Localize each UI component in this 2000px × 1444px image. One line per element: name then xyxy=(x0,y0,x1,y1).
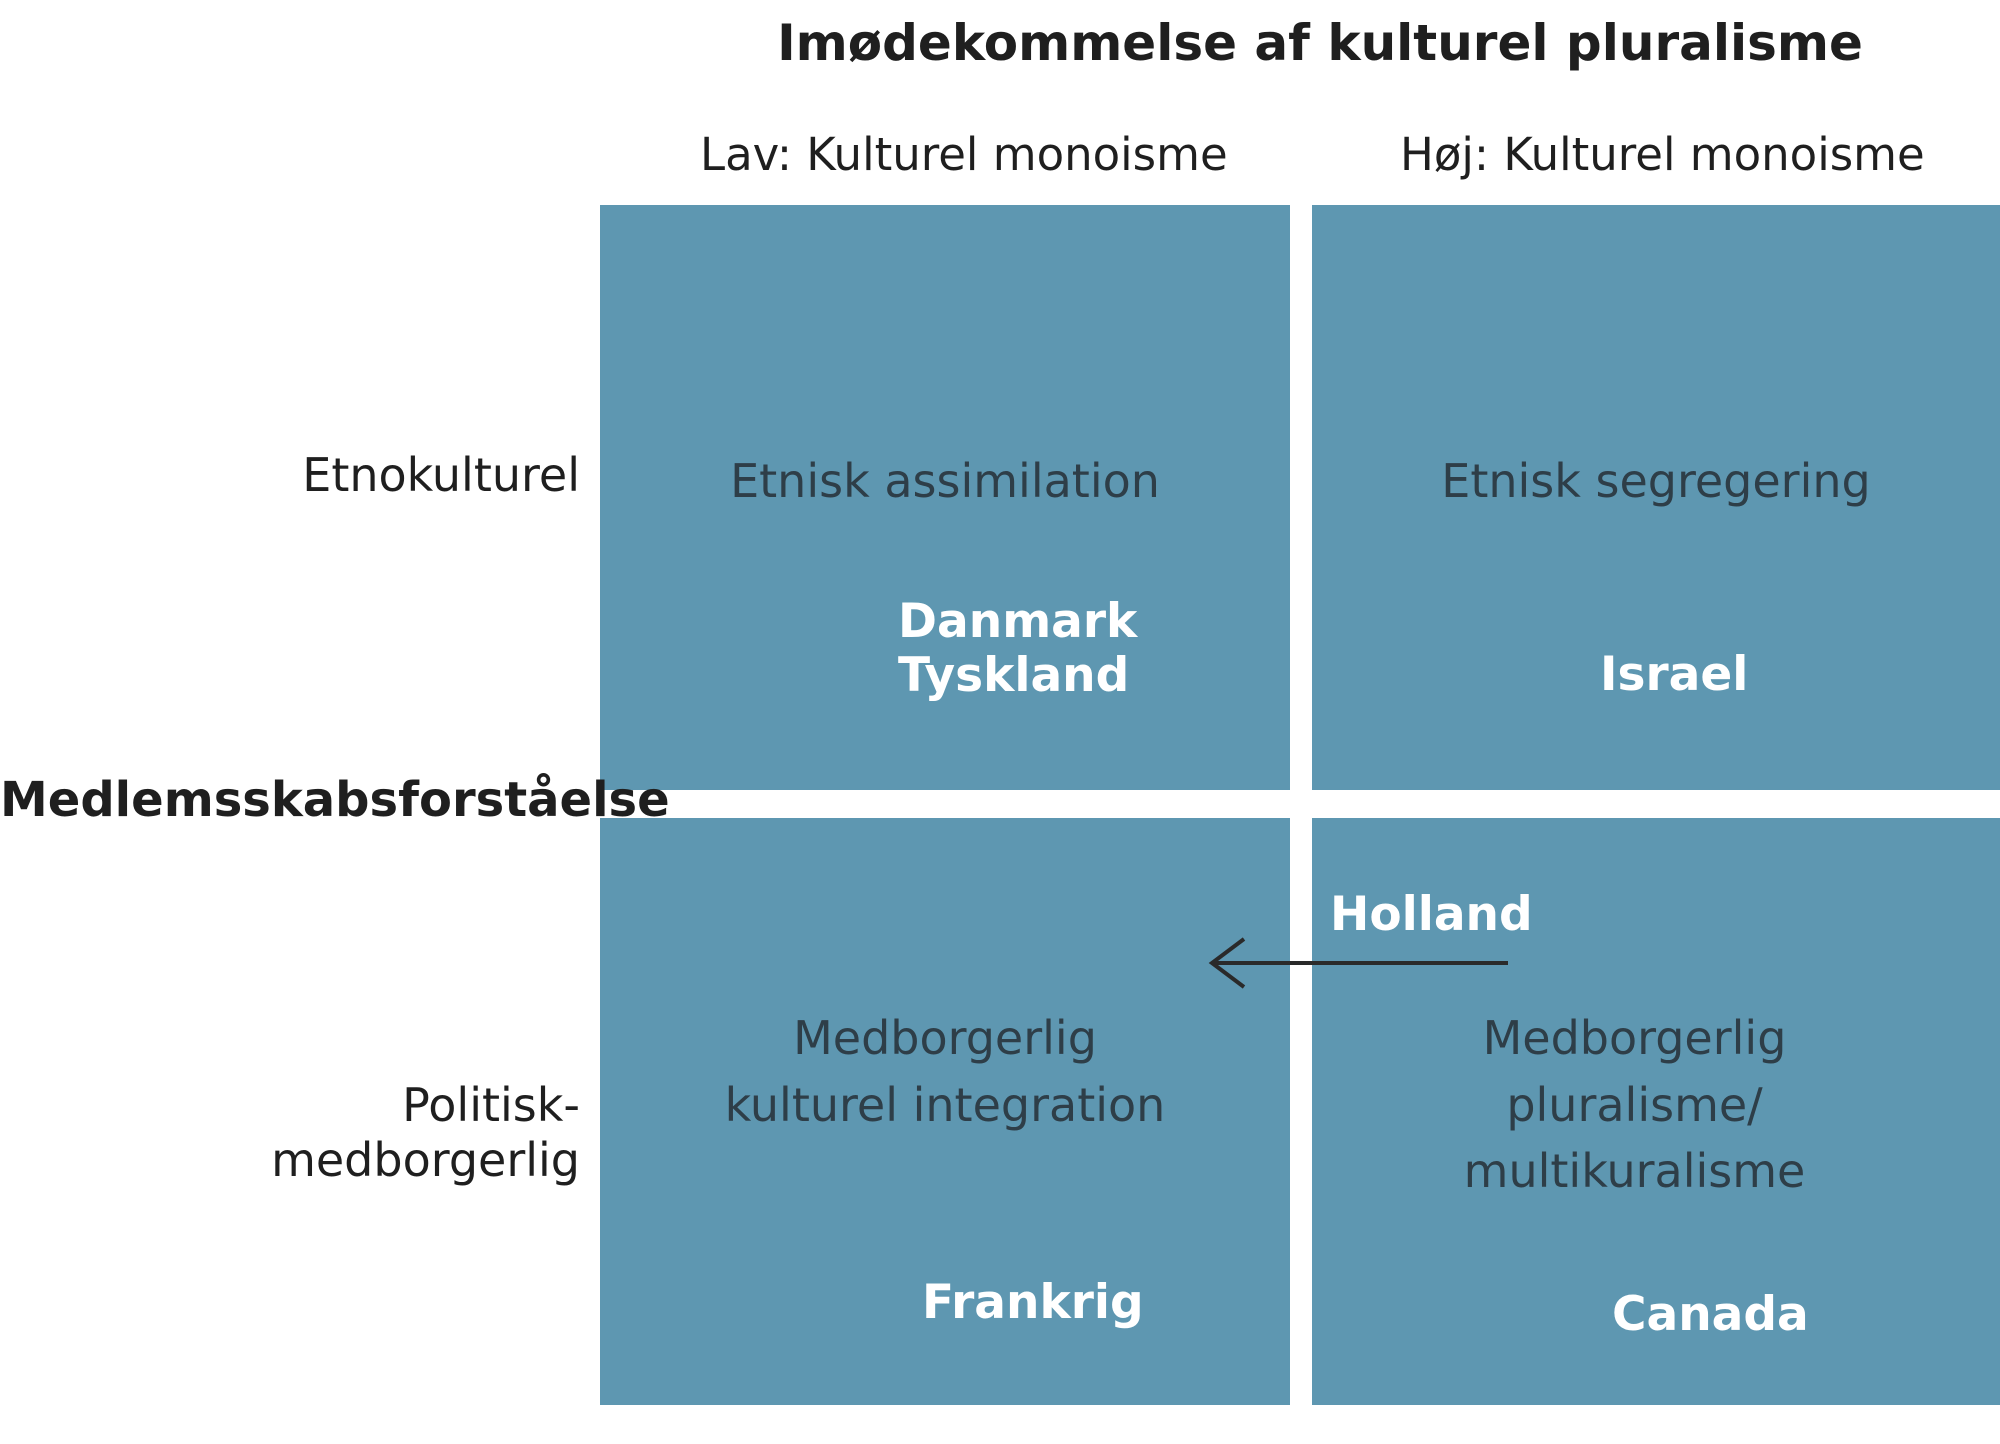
cell-label-etnisk-segregering: Etnisk segregering xyxy=(1441,454,1871,508)
country-tyskland: Tyskland xyxy=(898,648,1130,704)
country-israel: Israel xyxy=(1600,647,1749,702)
cell-label-line: pluralisme/ xyxy=(1506,1077,1763,1132)
cell-bottom-right xyxy=(1312,818,2000,1405)
country-danmark: Danmark xyxy=(898,594,1138,649)
cell-top-right xyxy=(1312,205,2000,790)
cell-bottom-left xyxy=(600,818,1290,1405)
country-holland: Holland xyxy=(1330,887,1533,942)
cell-label-medborgerlig-kulturel-integration: Medborgerlig kulturel integration xyxy=(600,1005,1290,1138)
diagram-title: Imødekommelse af kulturel pluralisme xyxy=(777,14,1863,72)
arrow-left-icon xyxy=(1208,937,1508,989)
cell-label-medborgerlig-pluralisme: Medborgerlig pluralisme/ multikuralisme xyxy=(1312,1005,1957,1205)
cell-label-line: Medborgerlig xyxy=(793,1011,1097,1065)
row-label-politisk-medborgerlig: Politisk- medborgerlig xyxy=(100,1078,580,1188)
cell-top-left xyxy=(600,205,1290,790)
arrow-head xyxy=(1208,937,1246,989)
row-label-line: medborgerlig xyxy=(271,1133,580,1188)
cell-label-etnisk-assimilation: Etnisk assimilation xyxy=(730,454,1160,508)
country-group-top-left: Danmark Tyskland xyxy=(898,594,1138,704)
cell-label-line: Medborgerlig xyxy=(1482,1011,1787,1065)
country-canada: Canada xyxy=(1612,1287,1809,1342)
y-axis-title: Medlemsskabsforståelse xyxy=(0,772,670,828)
cell-label-line: multikuralisme xyxy=(1463,1144,1806,1199)
country-frankrig: Frankrig xyxy=(922,1275,1144,1330)
column-label-low: Lav: Kulturel monoisme xyxy=(700,128,1228,181)
row-label-etnokulturel: Etnokulturel xyxy=(302,448,580,502)
column-label-high: Høj: Kulturel monoisme xyxy=(1400,128,1925,181)
cell-label-line: kulturel integration xyxy=(724,1077,1166,1132)
row-label-line: Politisk- xyxy=(402,1078,580,1132)
